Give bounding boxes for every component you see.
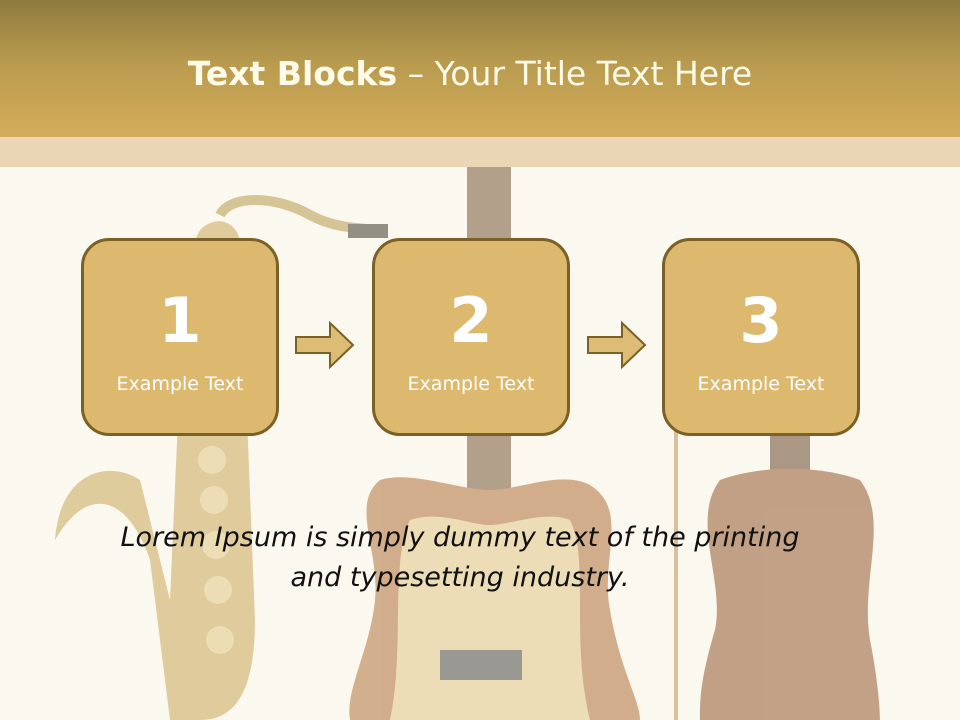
body-text: Lorem Ipsum is simply dummy text of the …	[100, 518, 820, 598]
block-label: Example Text	[116, 373, 244, 395]
body-line-2: and typesetting industry.	[290, 562, 630, 593]
body-line-1: Lorem Ipsum is simply dummy text of the …	[120, 522, 800, 553]
header-subband	[0, 137, 960, 167]
title-separator: –	[397, 54, 435, 93]
text-block-3: 3 Example Text	[662, 238, 860, 436]
block-number: 2	[449, 284, 493, 357]
arrow-right-icon	[295, 320, 355, 370]
block-number: 1	[158, 284, 202, 357]
block-label: Example Text	[697, 373, 825, 395]
title-rest: Your Title Text Here	[434, 54, 753, 93]
slide-title: Text Blocks – Your Title Text Here	[0, 52, 940, 96]
block-label: Example Text	[407, 373, 535, 395]
text-block-2: 2 Example Text	[372, 238, 570, 436]
block-number: 3	[739, 284, 783, 357]
header-band	[0, 0, 960, 137]
arrow-right-icon	[587, 320, 647, 370]
title-bold: Text Blocks	[187, 54, 398, 93]
text-block-1: 1 Example Text	[81, 238, 279, 436]
